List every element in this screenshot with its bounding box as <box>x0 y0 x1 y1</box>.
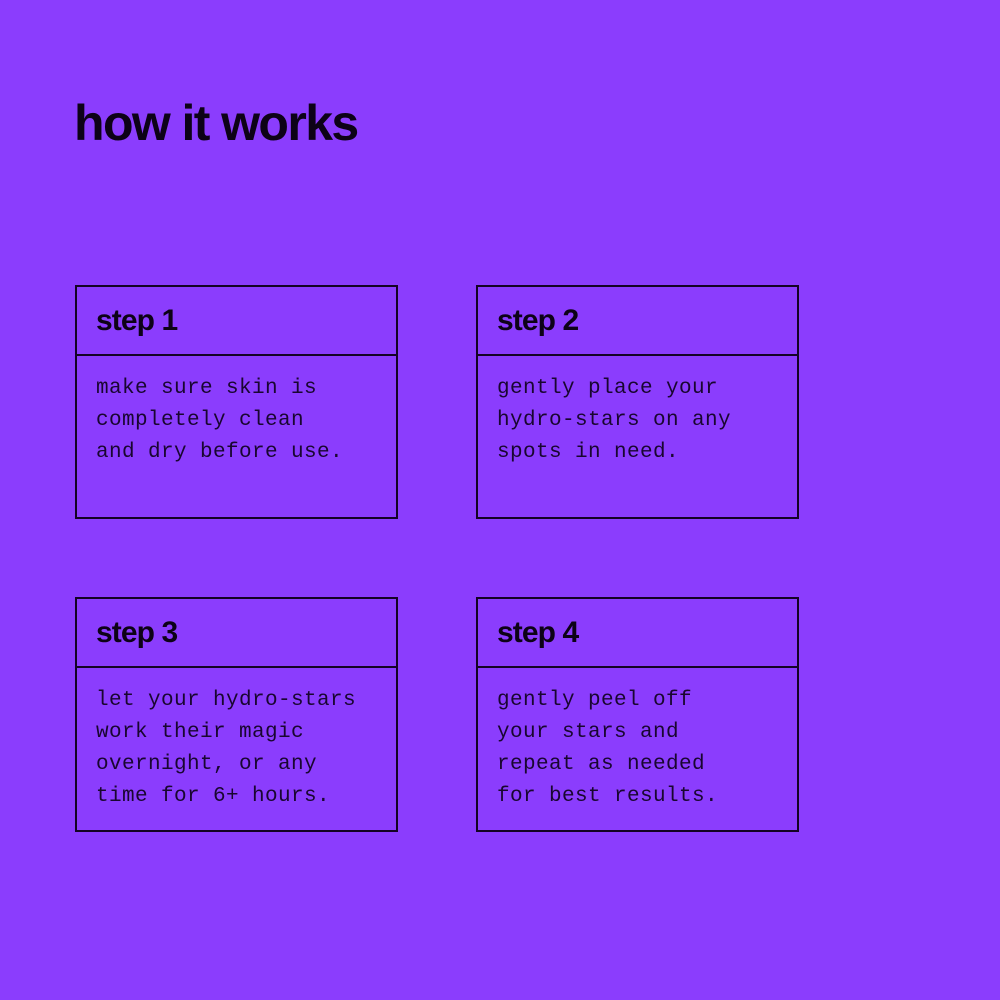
step-card-header-1: step 1 <box>77 287 396 356</box>
page-title: how it works <box>74 95 359 151</box>
step-card-1: step 1 make sure skin is completely clea… <box>75 285 398 519</box>
step-card-text-3: let your hydro-stars work their magic ov… <box>96 689 357 808</box>
step-card-body-2: gently place your hydro-stars on any spo… <box>478 356 797 517</box>
step-card-body-3: let your hydro-stars work their magic ov… <box>77 668 396 830</box>
step-card-label-2: step 2 <box>497 303 579 337</box>
step-card-text-2: gently place your hydro-stars on any spo… <box>497 377 732 464</box>
step-card-header-3: step 3 <box>77 599 396 668</box>
steps-grid: step 1 make sure skin is completely clea… <box>75 285 799 832</box>
step-card-2: step 2 gently place your hydro-stars on … <box>476 285 799 519</box>
step-card-3: step 3 let your hydro-stars work their m… <box>75 597 398 832</box>
step-card-text-4: gently peel off your stars and repeat as… <box>497 689 719 808</box>
step-card-header-4: step 4 <box>478 599 797 668</box>
step-card-label-3: step 3 <box>96 615 178 649</box>
step-card-header-2: step 2 <box>478 287 797 356</box>
step-card-body-4: gently peel off your stars and repeat as… <box>478 668 797 830</box>
step-card-body-1: make sure skin is completely clean and d… <box>77 356 396 517</box>
step-card-label-1: step 1 <box>96 303 178 337</box>
step-card-label-4: step 4 <box>497 615 579 649</box>
step-card-text-1: make sure skin is completely clean and d… <box>96 377 344 464</box>
step-card-4: step 4 gently peel off your stars and re… <box>476 597 799 832</box>
